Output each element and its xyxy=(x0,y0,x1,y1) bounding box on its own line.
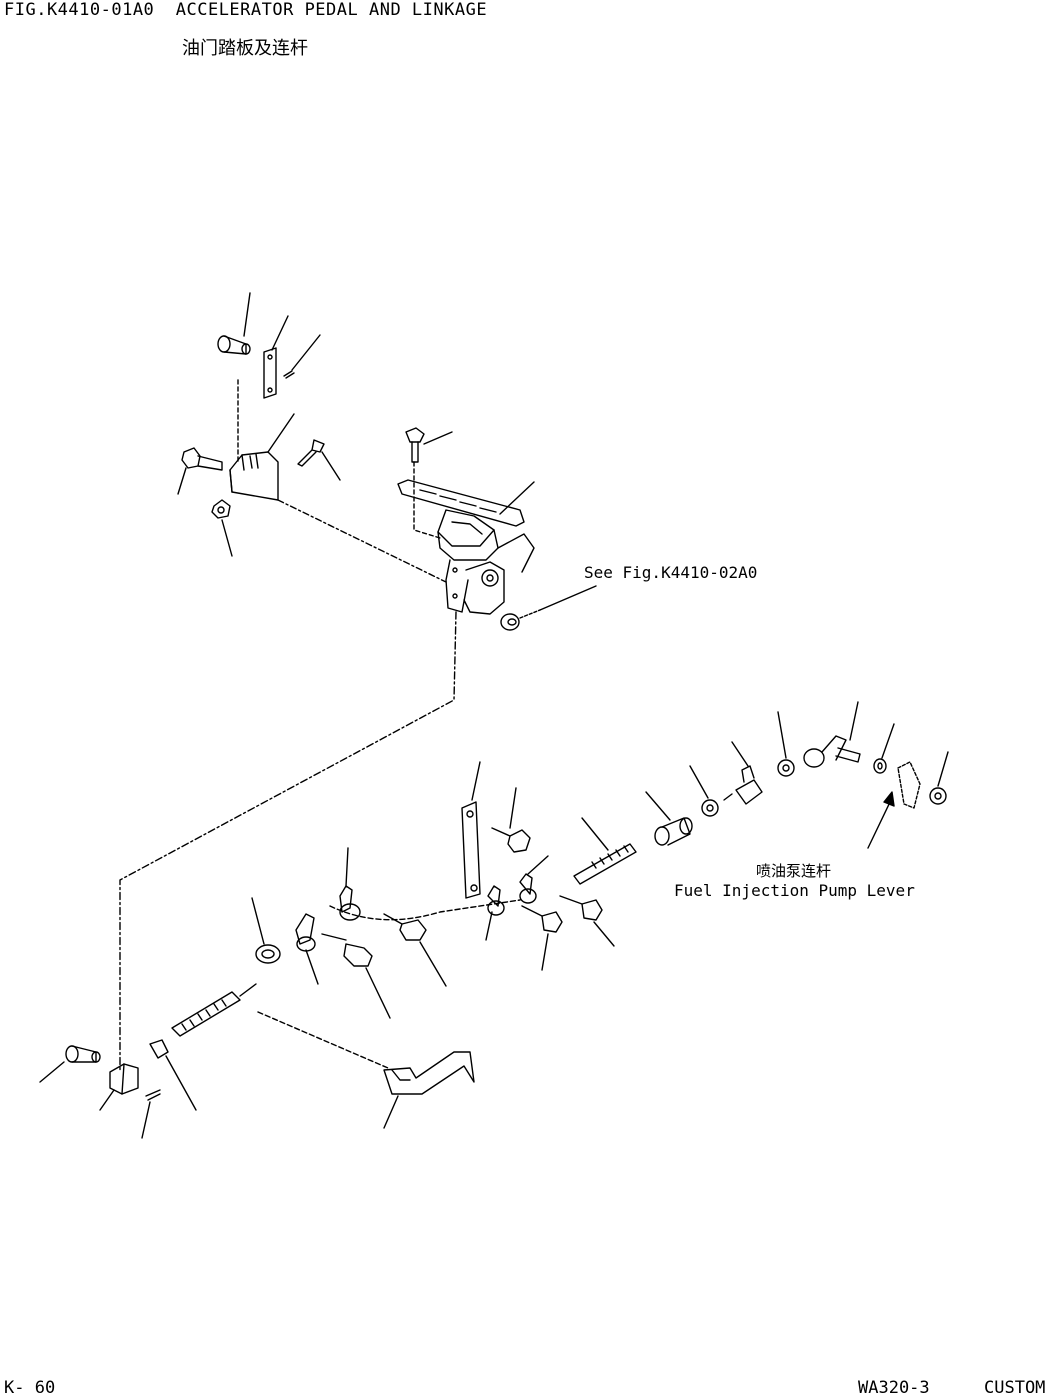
leader-line xyxy=(527,855,549,875)
variant-label: CUSTOM xyxy=(984,1378,1046,1398)
nut-part xyxy=(211,499,231,519)
pump-lever-part xyxy=(897,761,921,809)
leader-line xyxy=(509,787,517,829)
cable-clamp-2-part xyxy=(487,885,505,916)
leader-line xyxy=(539,585,597,611)
bolt-mid-part xyxy=(383,913,427,941)
cable-bracket-part xyxy=(383,1051,475,1095)
screw-part xyxy=(297,439,325,467)
leader-line xyxy=(471,761,481,801)
figure-title-chinese: 油门踏板及连杆 xyxy=(182,38,308,59)
washer-part xyxy=(873,758,887,774)
leader-line xyxy=(291,334,321,371)
leader-line xyxy=(541,933,549,971)
cap-nut-part xyxy=(500,609,541,631)
see-figure-reference: See Fig.K4410-02A0 xyxy=(584,563,757,582)
page-number: K- 60 xyxy=(4,1378,56,1398)
bolt-right-2-part xyxy=(559,895,603,921)
nut-right-part xyxy=(701,799,719,817)
leader-line xyxy=(141,1101,151,1139)
leader-line xyxy=(419,941,447,987)
cotter-pin-part xyxy=(283,370,295,379)
leader-line xyxy=(271,315,289,351)
flange-bolt-part xyxy=(491,827,531,853)
clamp-part xyxy=(295,913,316,952)
support-plate-part xyxy=(461,801,481,899)
cable-clamp-3-part xyxy=(519,873,537,904)
leader-line xyxy=(581,817,609,851)
leader-line xyxy=(485,911,493,941)
bolt-lower-part xyxy=(321,933,373,967)
leader-line xyxy=(243,292,251,337)
leader-line xyxy=(423,431,453,445)
leader-line xyxy=(689,765,709,799)
leader-line xyxy=(937,751,949,787)
nut-right-2-part xyxy=(777,759,795,777)
cable-clamp-part xyxy=(339,885,361,921)
accelerator-pedal-part xyxy=(397,479,535,615)
leader-line xyxy=(321,451,341,481)
hex-bolt-part xyxy=(181,447,223,471)
leader-line xyxy=(251,897,265,945)
leader-line xyxy=(881,723,895,759)
lever-plate-part xyxy=(149,1039,169,1059)
leader-line xyxy=(177,467,187,495)
leader-line xyxy=(499,481,535,515)
leader-line xyxy=(305,949,319,985)
leader-line xyxy=(165,1055,197,1111)
leader-line xyxy=(645,791,671,821)
pedal-bracket-part xyxy=(229,451,279,501)
ball-joint-end-part xyxy=(803,735,861,768)
bolt-part xyxy=(405,427,425,463)
leader-line xyxy=(221,519,233,557)
leader-line xyxy=(593,921,615,947)
leader-line xyxy=(267,413,295,453)
leader-line xyxy=(383,1095,399,1129)
pump-lever-label-chinese: 喷油泵连杆 xyxy=(756,862,831,880)
threaded-rod-end-part xyxy=(171,983,257,1037)
leader-line xyxy=(39,1061,65,1083)
cotter-pin-lower-part xyxy=(145,1089,161,1101)
machine-model: WA320-3 xyxy=(858,1378,930,1398)
link-plate-part xyxy=(263,347,277,399)
leader-line xyxy=(731,741,749,767)
sleeve-part xyxy=(654,817,693,846)
clevis-pin-part xyxy=(217,335,251,355)
swivel-part xyxy=(723,765,763,805)
threaded-rod-upper-part xyxy=(573,843,637,885)
figure-title: FIG.K4410-01A0 ACCELERATOR PEDAL AND LIN… xyxy=(4,0,488,20)
nut-end-part xyxy=(929,787,947,805)
ball-joint-part xyxy=(255,944,281,964)
leader-line xyxy=(345,847,349,887)
leader-line xyxy=(99,1089,115,1111)
bolt-right-part xyxy=(521,905,563,933)
leader-line xyxy=(777,711,787,759)
clevis-block-part xyxy=(109,1063,139,1095)
pump-lever-label: Fuel Injection Pump Lever xyxy=(674,881,915,900)
clevis-pin-lower-part xyxy=(65,1045,101,1063)
leader-line xyxy=(849,701,859,741)
leader-line xyxy=(365,967,391,1019)
